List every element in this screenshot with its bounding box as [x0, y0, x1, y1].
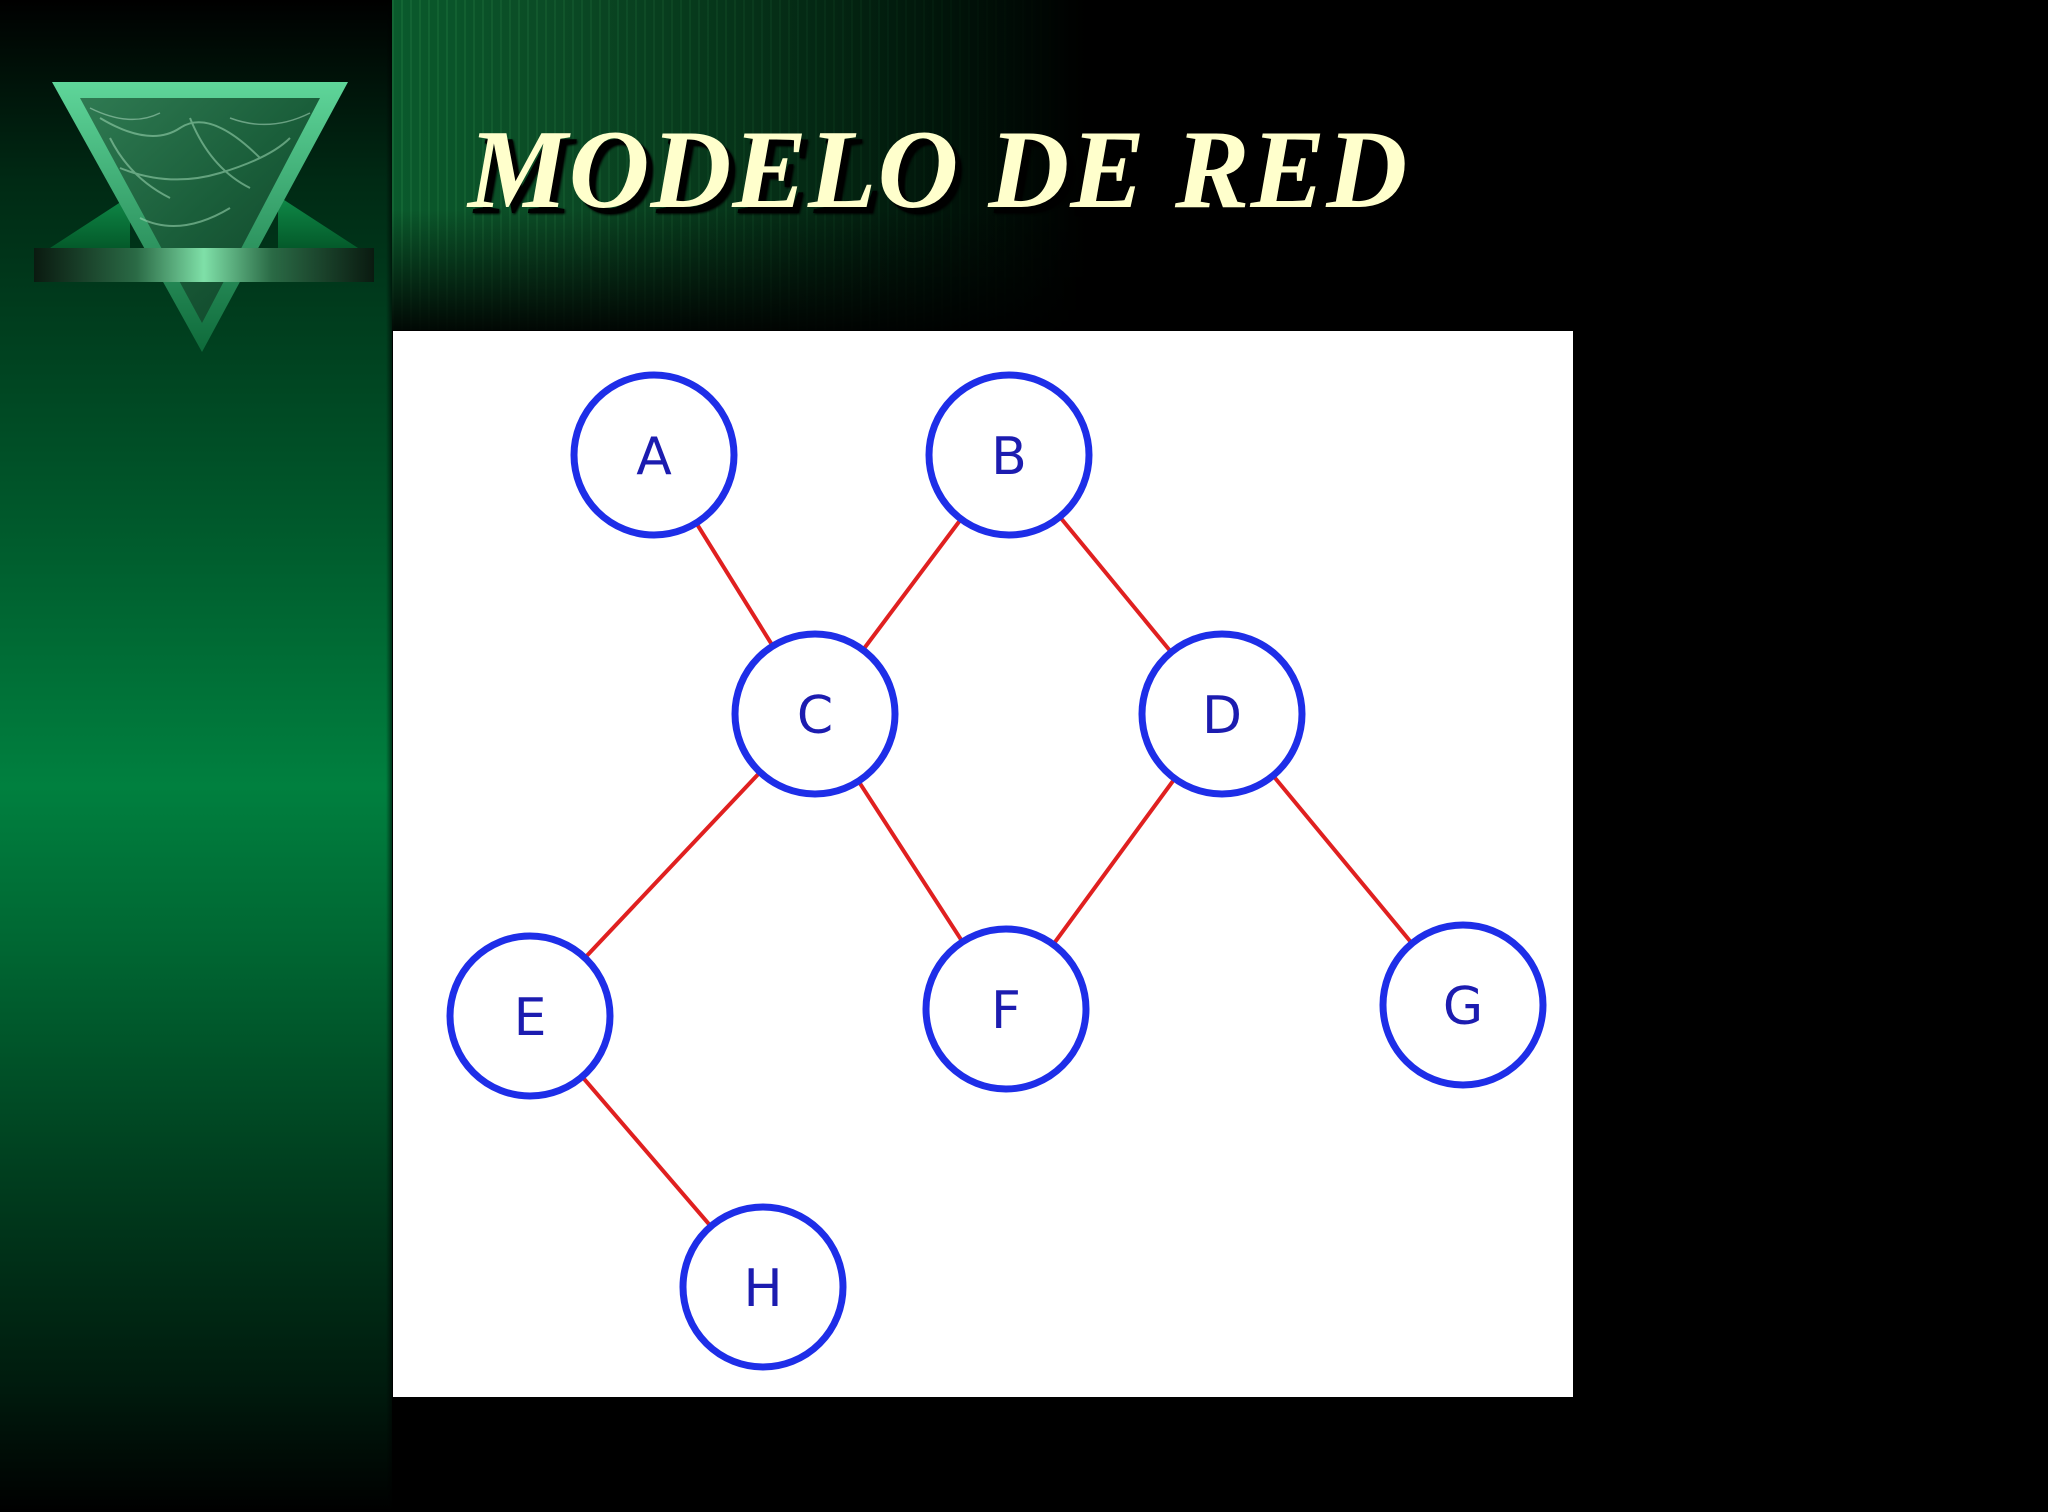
node-d: D — [1138, 630, 1306, 798]
node-e: E — [446, 932, 614, 1100]
node-label: B — [991, 427, 1027, 487]
node-label: D — [1202, 686, 1242, 746]
edge-a-c — [695, 523, 774, 646]
triangle-logo-icon — [34, 82, 374, 352]
edge-d-f — [1052, 778, 1176, 945]
edge-e-h — [581, 1076, 712, 1227]
header-band — [392, 0, 2048, 330]
node-circle — [1379, 921, 1547, 1089]
header-fade — [392, 210, 2048, 330]
node-circle — [731, 630, 899, 798]
node-label: C — [797, 686, 833, 746]
node-label: A — [636, 427, 672, 487]
node-circle — [1138, 630, 1306, 798]
node-label: F — [991, 981, 1021, 1041]
node-label: E — [514, 988, 547, 1048]
node-circle — [922, 925, 1090, 1093]
edge-c-e — [584, 772, 761, 958]
edge-d-g — [1272, 775, 1413, 944]
node-b: B — [925, 371, 1093, 539]
node-circle — [925, 371, 1093, 539]
edge-c-f — [857, 781, 964, 942]
node-g: G — [1379, 921, 1547, 1089]
network-graph: A B C D E F G H — [446, 371, 1547, 1371]
node-h: H — [679, 1203, 847, 1371]
node-a: A — [570, 371, 738, 539]
nodes-layer: A B C D E F G H — [446, 371, 1547, 1371]
node-c: C — [731, 630, 899, 798]
node-f: F — [922, 925, 1090, 1093]
node-circle — [679, 1203, 847, 1371]
node-label: H — [743, 1259, 782, 1319]
edges-layer — [581, 517, 1413, 1227]
slide-title: MODELO DE RED — [468, 108, 1409, 232]
node-circle — [570, 371, 738, 539]
node-circle — [446, 932, 614, 1100]
node-label: G — [1443, 977, 1483, 1037]
edge-b-d — [1059, 517, 1172, 652]
network-diagram-panel: A B C D E F G H — [393, 331, 1573, 1397]
edge-b-c — [862, 519, 962, 650]
